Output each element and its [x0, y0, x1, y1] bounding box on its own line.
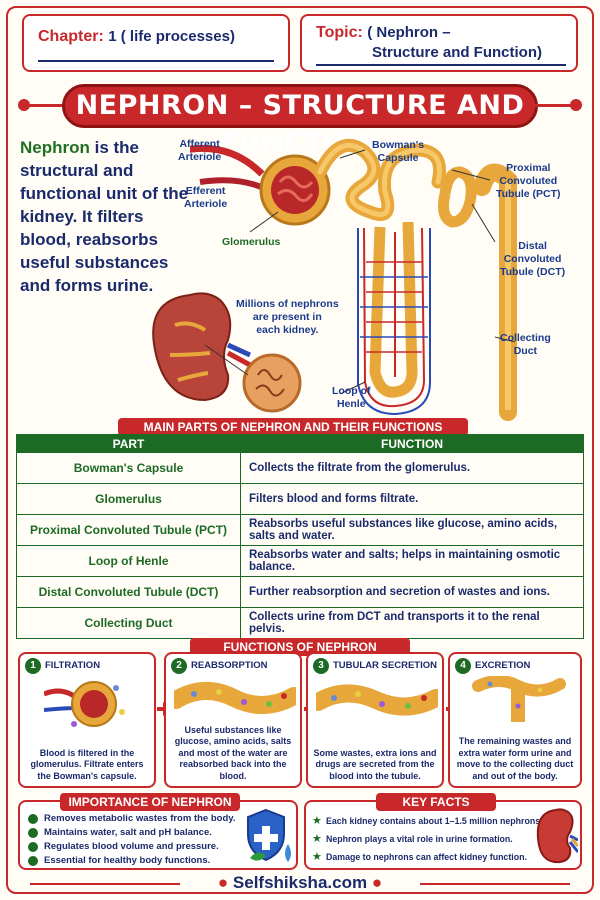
step-description: The remaining wastes and extra water for…: [456, 736, 574, 781]
key-facts-box: KEY FACTS ★Each kidney contains about 1–…: [304, 793, 582, 870]
footer-site: ● Selfshiksha.com ●: [0, 873, 600, 893]
chapter-label: Chapter:: [38, 28, 104, 45]
topic-value-2: Structure and Function): [372, 44, 542, 61]
topic-label: Topic:: [316, 24, 363, 41]
intro-body: is the structural and functional unit of…: [20, 138, 189, 295]
key-fact-item: Each kidney contains about 1–1.5 million…: [326, 816, 543, 826]
step-title: FILTRATION: [45, 660, 101, 671]
table-row: Distal Convoluted Tubule (DCT)Further re…: [16, 576, 584, 608]
topic-box: Topic: ( Nephron – Structure and Functio…: [300, 14, 578, 72]
importance-item: Essential for healthy body functions.: [44, 855, 211, 866]
page-frame: [6, 6, 594, 894]
part-cell: Loop of Henle: [16, 545, 241, 577]
part-cell: Bowman's Capsule: [16, 452, 241, 484]
function-cell: Reabsorbs useful substances like glucose…: [240, 514, 584, 546]
step-title: EXCRETION: [475, 660, 531, 671]
part-cell: Glomerulus: [16, 483, 241, 515]
table-header-row: PART FUNCTION: [16, 434, 584, 453]
secretion-illustration: [316, 684, 438, 716]
step-number: 3: [313, 658, 329, 674]
step-title: TUBULAR SECRETION: [333, 660, 437, 671]
part-cell: Proximal Convoluted Tubule (PCT): [16, 514, 241, 546]
function-cell: Reabsorbs water and salts; helps in main…: [240, 545, 584, 577]
reabsorption-illustration: [174, 682, 296, 715]
chapter-value: 1 ( life processes): [108, 28, 235, 45]
excretion-illustration: [472, 676, 566, 722]
table-header-function: FUNCTION: [240, 434, 584, 453]
function-cell: Collects urine from DCT and transports i…: [240, 607, 584, 639]
label-collecting-duct: Collecting Duct: [500, 332, 551, 357]
step-description: Blood is filtered in the glomerulus. Fil…: [30, 747, 144, 781]
kidney-inset: [152, 292, 302, 413]
part-cell: Distal Convoluted Tubule (DCT): [16, 576, 241, 608]
label-glomerulus: Glomerulus: [222, 236, 281, 248]
kidney-icon: [536, 808, 578, 864]
table-header-part: PART: [16, 434, 241, 453]
functions-banner: FUNCTIONS OF NEPHRON: [190, 638, 410, 656]
function-cell: Further reabsorption and secretion of wa…: [240, 576, 584, 608]
footer-dot-icon: ●: [371, 873, 383, 892]
intro-text: Nephron is the structural and functional…: [20, 136, 190, 297]
step-reabsorption: 2 REABSORPTION Useful substances like gl…: [164, 652, 302, 788]
step-number: 4: [455, 658, 471, 674]
shield-icon: [247, 808, 291, 862]
key-fact-item: Nephron plays a vital role in urine form…: [326, 834, 513, 844]
nephron-diagram: [190, 138, 517, 421]
importance-item: Removes metabolic wastes from the body.: [44, 813, 236, 824]
function-cell: Filters blood and forms filtrate.: [240, 483, 584, 515]
topic-value-1: ( Nephron –: [367, 24, 451, 41]
page-title: NEPHRON – STRUCTURE AND FUNCTION: [62, 84, 538, 159]
chapter-box: Chapter: 1 ( life processes): [22, 14, 290, 72]
key-fact-item: Damage to nephrons can affect kidney fun…: [326, 852, 527, 862]
part-cell: Collecting Duct: [16, 607, 241, 639]
step-title: REABSORPTION: [191, 660, 268, 671]
importance-box: IMPORTANCE OF NEPHRON Removes metabolic …: [18, 793, 298, 870]
step-number: 2: [171, 658, 187, 674]
label-millions-of-nephrons: Millions of nephrons are present in each…: [236, 298, 339, 336]
step-filtration: 1 FILTRATION Blood is filtered in the gl…: [18, 652, 156, 788]
intro-highlight: Nephron: [20, 138, 90, 157]
label-afferent-arteriole: Afferent Arteriole: [178, 138, 222, 163]
label-dct: Distal Convoluted Tubule (DCT): [500, 240, 566, 278]
table-row: Proximal Convoluted Tubule (PCT)Reabsorb…: [16, 514, 584, 546]
function-cell: Collects the filtrate from the glomerulu…: [240, 452, 584, 484]
importance-title: IMPORTANCE OF NEPHRON: [60, 793, 240, 811]
label-bowmans-capsule: Bowman's Capsule: [372, 139, 425, 164]
key-facts-title: KEY FACTS: [376, 793, 496, 811]
importance-item: Maintains water, salt and pH balance.: [44, 827, 212, 838]
footer-text: Selfshiksha.com: [232, 873, 368, 892]
label-loop-of-henle: Loop of Henle: [332, 385, 371, 410]
parts-banner: MAIN PARTS OF NEPHRON AND THEIR FUNCTION…: [118, 418, 468, 436]
step-tubular-secretion: 3 TUBULAR SECRETION Some wastes, extra i…: [306, 652, 444, 788]
importance-item: Regulates blood volume and pressure.: [44, 841, 219, 852]
footer-dot-icon: ●: [217, 873, 229, 892]
step-description: Some wastes, extra ions and drugs are se…: [313, 747, 437, 781]
step-excretion: 4 EXCRETION The remaining wastes and ext…: [448, 652, 582, 788]
label-pct: Proximal Convoluted Tubule (PCT): [496, 162, 561, 200]
step-description: Useful substances like glucose, amino ac…: [174, 724, 292, 781]
filtration-illustration: [44, 681, 125, 727]
step-number: 1: [25, 658, 41, 674]
label-efferent-arteriole: Efferent Arteriole: [184, 185, 228, 210]
